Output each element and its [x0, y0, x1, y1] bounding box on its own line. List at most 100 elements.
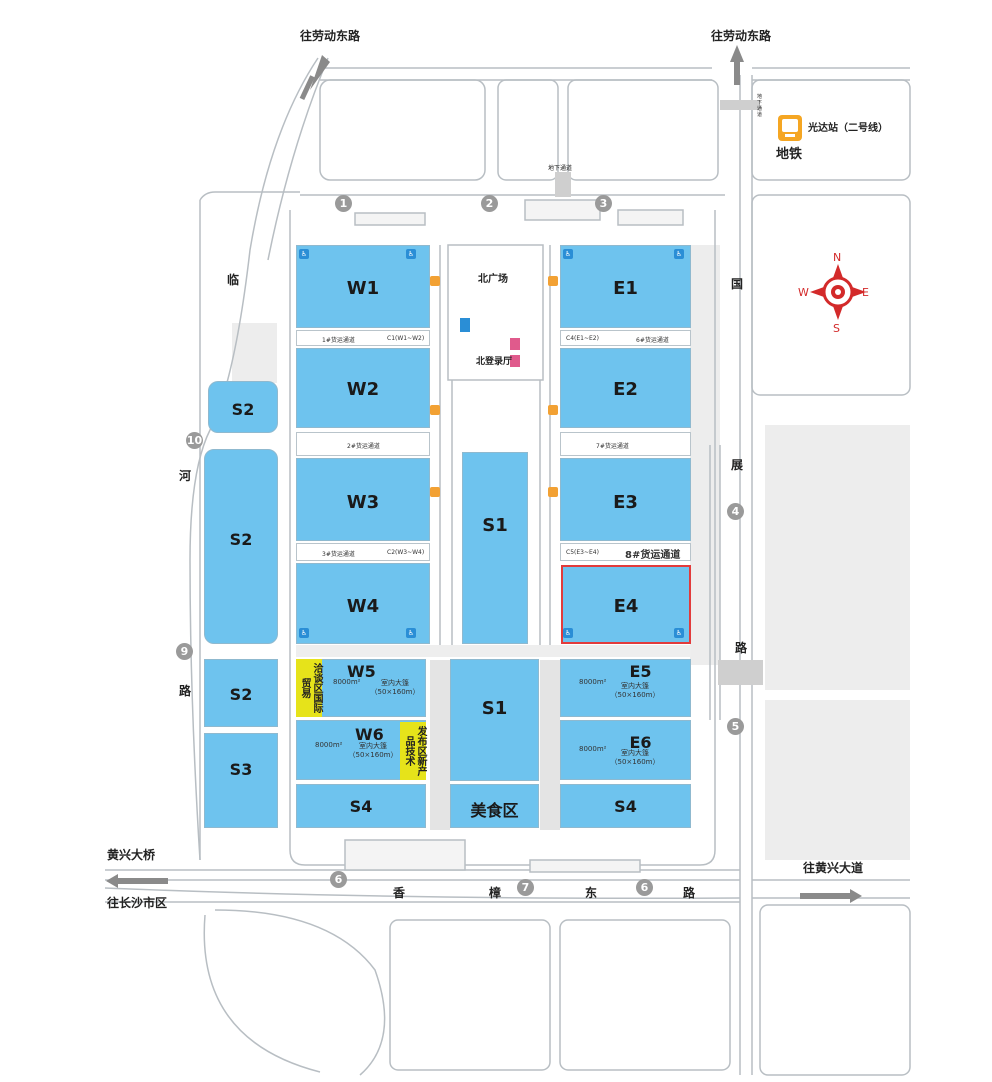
hall-e4-label: E4: [613, 596, 639, 617]
gate-7[interactable]: 7: [517, 879, 534, 896]
corridor-c4-label: 6#货运通道: [636, 337, 669, 344]
restroom-icon: ♿: [406, 628, 416, 638]
hall-e1[interactable]: E1: [560, 245, 691, 328]
hall-e4-highlighted[interactable]: E4: [561, 565, 691, 644]
gate-3[interactable]: 3: [595, 195, 612, 212]
hall-s2-south-label: S2: [229, 685, 253, 704]
hall-e2-label: E2: [613, 379, 638, 400]
hall-s2-south[interactable]: S2: [204, 659, 278, 727]
negotiation-label: 洽谈区: [311, 663, 322, 693]
gate-10[interactable]: 10: [186, 432, 203, 449]
new-product-label: 新产品技术: [403, 736, 426, 776]
hall-e2[interactable]: E2: [560, 348, 691, 428]
road-label-he: 河: [179, 469, 192, 483]
gate-5[interactable]: 5: [727, 718, 744, 735]
hall-w2[interactable]: W2: [296, 348, 430, 428]
hall-s2-north[interactable]: S2: [208, 381, 278, 433]
hall-e6-label: E6: [629, 733, 652, 752]
corridor-c2-label: 2#货运通道: [347, 443, 380, 450]
corridor-c8-label: 8#货运通道: [625, 550, 681, 561]
hall-s4-west[interactable]: S4: [296, 784, 426, 828]
compass-n: N: [833, 251, 842, 264]
hall-w2-label: W2: [346, 379, 380, 400]
service-icon: [548, 487, 558, 497]
corridor-c5-code: C5(E3~E4): [566, 549, 599, 556]
restroom-icon: ♿: [674, 628, 684, 638]
restroom-icon: ♿: [299, 249, 309, 259]
hall-w6-area: 8000m²: [315, 741, 343, 749]
compass-icon: [810, 264, 866, 320]
road-label-laodong-right: 往劳动东路: [711, 29, 772, 43]
hall-w5-label: W5: [347, 662, 376, 681]
restroom-icon: ♿: [563, 249, 573, 259]
hall-s3-label: S3: [229, 760, 253, 779]
corridor-c4: C4(E1~E2) 6#货运通道: [560, 330, 691, 346]
service-icon: [548, 405, 558, 415]
hall-e6[interactable]: E6 8000m² 室内大篷 （50×160m）: [560, 720, 691, 780]
gate-1[interactable]: 1: [335, 195, 352, 212]
corridor-c7: 7#货运通道: [560, 432, 691, 456]
corridor-c4-code: C4(E1~E2): [566, 335, 599, 342]
hall-w4[interactable]: W4: [296, 563, 430, 644]
hall-w5-size: （50×160m）: [370, 688, 420, 696]
service-icon: [430, 487, 440, 497]
gate-6-east[interactable]: 6: [636, 879, 653, 896]
arrow-up-right-icon: [730, 45, 744, 62]
hall-s2-middle-label: S2: [229, 530, 253, 549]
road-label-lu2: 路: [735, 641, 748, 655]
hall-s2-north-label: S2: [231, 400, 255, 419]
service-icon: [548, 276, 558, 286]
corridor-c1-label: 1#货运通道: [322, 337, 355, 344]
restroom-icon: ♿: [299, 628, 309, 638]
hall-w5-area: 8000m²: [333, 678, 361, 686]
road-label-to-changsha: 往长沙市区: [107, 896, 168, 910]
road-label-guo: 国: [731, 277, 744, 291]
hall-w3[interactable]: W3: [296, 458, 430, 541]
metro-station-name: 光达站（二号线）: [808, 123, 888, 134]
underpass-metro-label: 地下通道: [757, 94, 763, 118]
gate-6-west[interactable]: 6: [330, 871, 347, 888]
arrow-right-icon: [800, 889, 862, 903]
gate-2[interactable]: 2: [481, 195, 498, 212]
corridor-c3-label: 3#货运通道: [322, 551, 355, 558]
compass-e: E: [862, 286, 869, 299]
arrow-up-left-icon: [310, 55, 330, 90]
north-plaza-label: 北广场: [478, 274, 508, 285]
hall-e6-size: （50×160m）: [610, 758, 660, 766]
corridor-c2: 2#货运通道: [296, 432, 430, 456]
road-label-lu3: 路: [683, 886, 696, 900]
hall-e5-size: （50×160m）: [610, 691, 660, 699]
hall-e3-label: E3: [613, 492, 638, 513]
food-court-label: 美食区: [470, 801, 519, 820]
hall-w6-type: 室内大篷: [359, 742, 387, 750]
gate-4[interactable]: 4: [727, 503, 744, 520]
metro-icon: [778, 115, 802, 141]
hall-s4-west-label: S4: [349, 797, 373, 816]
hall-w1-label: W1: [346, 278, 380, 299]
hall-s1-south-label: S1: [481, 698, 508, 719]
hall-s4-east[interactable]: S4: [560, 784, 691, 828]
road-label-lin: 临: [227, 273, 240, 287]
hall-s3[interactable]: S3: [204, 733, 278, 828]
food-court[interactable]: 美食区: [450, 784, 539, 828]
hall-s2-middle[interactable]: S2: [204, 449, 278, 644]
intl-trade-negotiation-zone: 洽谈区国际贸易: [296, 659, 322, 717]
hall-e3[interactable]: E3: [560, 458, 691, 541]
hall-w6-size: （50×160m）: [348, 751, 398, 759]
north-lobby-label: 北登录厅: [476, 357, 513, 367]
corridor-c7-label: 7#货运通道: [596, 443, 629, 450]
road-label-dong: 东: [585, 886, 598, 900]
corridor-c1-code: C1(W1~W2): [387, 335, 425, 342]
compass-w: W: [798, 286, 809, 299]
hall-e5[interactable]: E5 8000m² 室内大篷 （50×160m）: [560, 659, 691, 717]
hall-s1-south[interactable]: S1: [450, 659, 539, 781]
gate-9[interactable]: 9: [176, 643, 193, 660]
hall-w5-type: 室内大篷: [381, 679, 409, 687]
hall-e5-type: 室内大篷: [621, 682, 649, 690]
intl-trade-label: 国际贸易: [299, 678, 322, 713]
compass-s: S: [833, 322, 840, 335]
hall-w4-label: W4: [346, 596, 380, 617]
hall-s1-north[interactable]: S1: [462, 452, 528, 644]
road-label-laodong-left: 往劳动东路: [300, 29, 361, 43]
